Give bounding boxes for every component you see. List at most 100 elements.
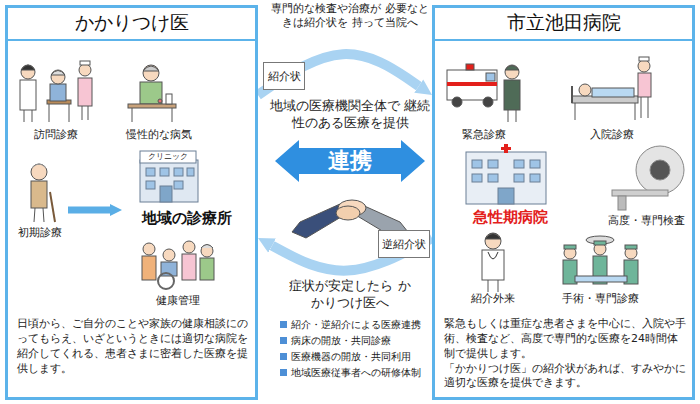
illustration-part bbox=[575, 276, 627, 282]
illustration-part bbox=[146, 168, 155, 176]
node-label: 地域の診療所 bbox=[142, 209, 232, 228]
illustration-part bbox=[586, 236, 614, 244]
clinic-panel: 訪問診療慢性的な病気初期診療地域の診療所健康管理かかりつけ医日頃から、ご自分のこ… bbox=[5, 38, 258, 400]
bullet-item: 地域医療従事者への研修体制 bbox=[280, 366, 443, 379]
illustration-part bbox=[34, 208, 35, 222]
illustration-part bbox=[594, 241, 606, 245]
illustration-part bbox=[50, 192, 55, 222]
surgery-illustration bbox=[563, 236, 638, 284]
double-arrow-shape bbox=[275, 140, 425, 182]
inpatient-illustration bbox=[572, 57, 651, 120]
illustration-part bbox=[514, 160, 524, 168]
node-label: 急性期病院 bbox=[473, 208, 548, 227]
service-item: 訪問診療 bbox=[12, 58, 100, 142]
illustration-part bbox=[498, 280, 499, 292]
bullet-item: 紹介・逆紹介による医療連携 bbox=[280, 318, 443, 331]
flow-connector bbox=[258, 54, 419, 95]
illustration-part bbox=[172, 108, 173, 122]
illustration-part bbox=[174, 168, 183, 176]
service-item: 緊急診療 bbox=[440, 55, 528, 142]
bullet-item: 医療機器の開放・共同利用 bbox=[280, 350, 443, 363]
hospital-item: 急性期病院 bbox=[448, 145, 572, 227]
illustration-part bbox=[32, 164, 46, 168]
service-item: 手術・専門診療 bbox=[545, 234, 655, 306]
illustration-part bbox=[160, 168, 169, 176]
illustration-part bbox=[636, 146, 684, 194]
illustration-part bbox=[579, 84, 591, 96]
illustration-part bbox=[183, 241, 195, 253]
illustration-part bbox=[505, 66, 519, 71]
letter-document: 紹介状 bbox=[263, 62, 305, 90]
node-label: 連携 bbox=[328, 150, 372, 172]
illustration-part bbox=[488, 252, 498, 259]
illustration-part bbox=[163, 249, 175, 261]
illustration-part bbox=[21, 65, 35, 70]
illustration-part bbox=[483, 97, 493, 107]
illustration-part bbox=[187, 168, 194, 176]
illustration-part bbox=[166, 94, 172, 104]
illustration-part bbox=[648, 97, 649, 118]
ct-scanner-illustration bbox=[612, 146, 684, 210]
illustration-part bbox=[530, 160, 540, 168]
illustration-part bbox=[174, 181, 183, 189]
illustration-part bbox=[140, 160, 198, 202]
illustration-part bbox=[158, 273, 174, 289]
illustration-part bbox=[88, 106, 89, 120]
illustration-part bbox=[142, 256, 156, 280]
illustration-part bbox=[21, 65, 35, 79]
illustration-part bbox=[201, 245, 213, 257]
illustration-part bbox=[80, 61, 90, 65]
illustration-part bbox=[43, 208, 44, 222]
panel-body: 日頃から、ご自分のことや家族の健康相談にのってもらえ、いざというときには適切な病… bbox=[17, 317, 249, 376]
panel-body: 緊急もしくは重症な患者さまを中心に、入院や手術、検査など、高度で専門的な医療を2… bbox=[444, 317, 686, 362]
node-label: 緊急診療 bbox=[462, 128, 506, 142]
illustration-part bbox=[514, 174, 524, 182]
illustration-part bbox=[641, 97, 642, 118]
node-label: 紹介状 bbox=[268, 69, 301, 84]
illustration-part bbox=[140, 151, 196, 163]
bullet-item: 病床の開放・共同診療 bbox=[280, 334, 443, 347]
note-text: 地域の医療機関全体で 継続性のある医療を提供 bbox=[268, 98, 432, 132]
illustration-part bbox=[146, 181, 155, 189]
illustration-part bbox=[32, 110, 33, 122]
letter-document: 逆紹介状 bbox=[378, 230, 430, 258]
illustration-part bbox=[143, 66, 159, 71]
illustration-part bbox=[612, 190, 668, 196]
panel-heading: 市立池田病院 bbox=[432, 5, 695, 39]
illustration-part bbox=[575, 103, 576, 120]
illustration-part bbox=[516, 110, 517, 122]
illustration-part bbox=[504, 144, 508, 153]
node-label: 初期診療 bbox=[18, 226, 62, 240]
illustration-part bbox=[24, 110, 25, 122]
illustration-part bbox=[625, 245, 637, 249]
illustration-part bbox=[466, 64, 474, 70]
cooperation-arrow: 連携 bbox=[275, 140, 425, 182]
illustration-part bbox=[488, 174, 498, 182]
illustration-part bbox=[650, 160, 670, 180]
node-label: 訪問診療 bbox=[34, 128, 78, 142]
illustration-part bbox=[482, 250, 504, 280]
illustration-part bbox=[504, 80, 520, 110]
node-label: 逆紹介状 bbox=[382, 237, 426, 252]
chronic-illness-illustration bbox=[128, 65, 176, 122]
illustration-part bbox=[31, 164, 47, 180]
flow-connector bbox=[68, 207, 110, 214]
illustration-part bbox=[78, 78, 92, 106]
illustration-part bbox=[472, 160, 482, 168]
illustration-part bbox=[618, 196, 626, 210]
illustration-part bbox=[488, 280, 489, 292]
node-label: 紹介外来 bbox=[471, 292, 515, 306]
illustration-part bbox=[488, 160, 498, 168]
hospital-building-illustration bbox=[466, 144, 546, 204]
illustration-part bbox=[158, 99, 162, 103]
illustration-part bbox=[638, 73, 651, 97]
note-text: 症状が安定したら かかりつけ医へ bbox=[285, 278, 415, 312]
illustration-part bbox=[485, 233, 501, 249]
illustration-part bbox=[452, 97, 462, 107]
note-text: 専門的な検査や治療が 必要なときは紹介状を 持って当院へ bbox=[270, 2, 430, 31]
illustration-part bbox=[485, 234, 501, 240]
illustration-part bbox=[571, 86, 573, 103]
illustration-part bbox=[638, 60, 650, 72]
service-item: 健康管理 bbox=[128, 236, 228, 308]
